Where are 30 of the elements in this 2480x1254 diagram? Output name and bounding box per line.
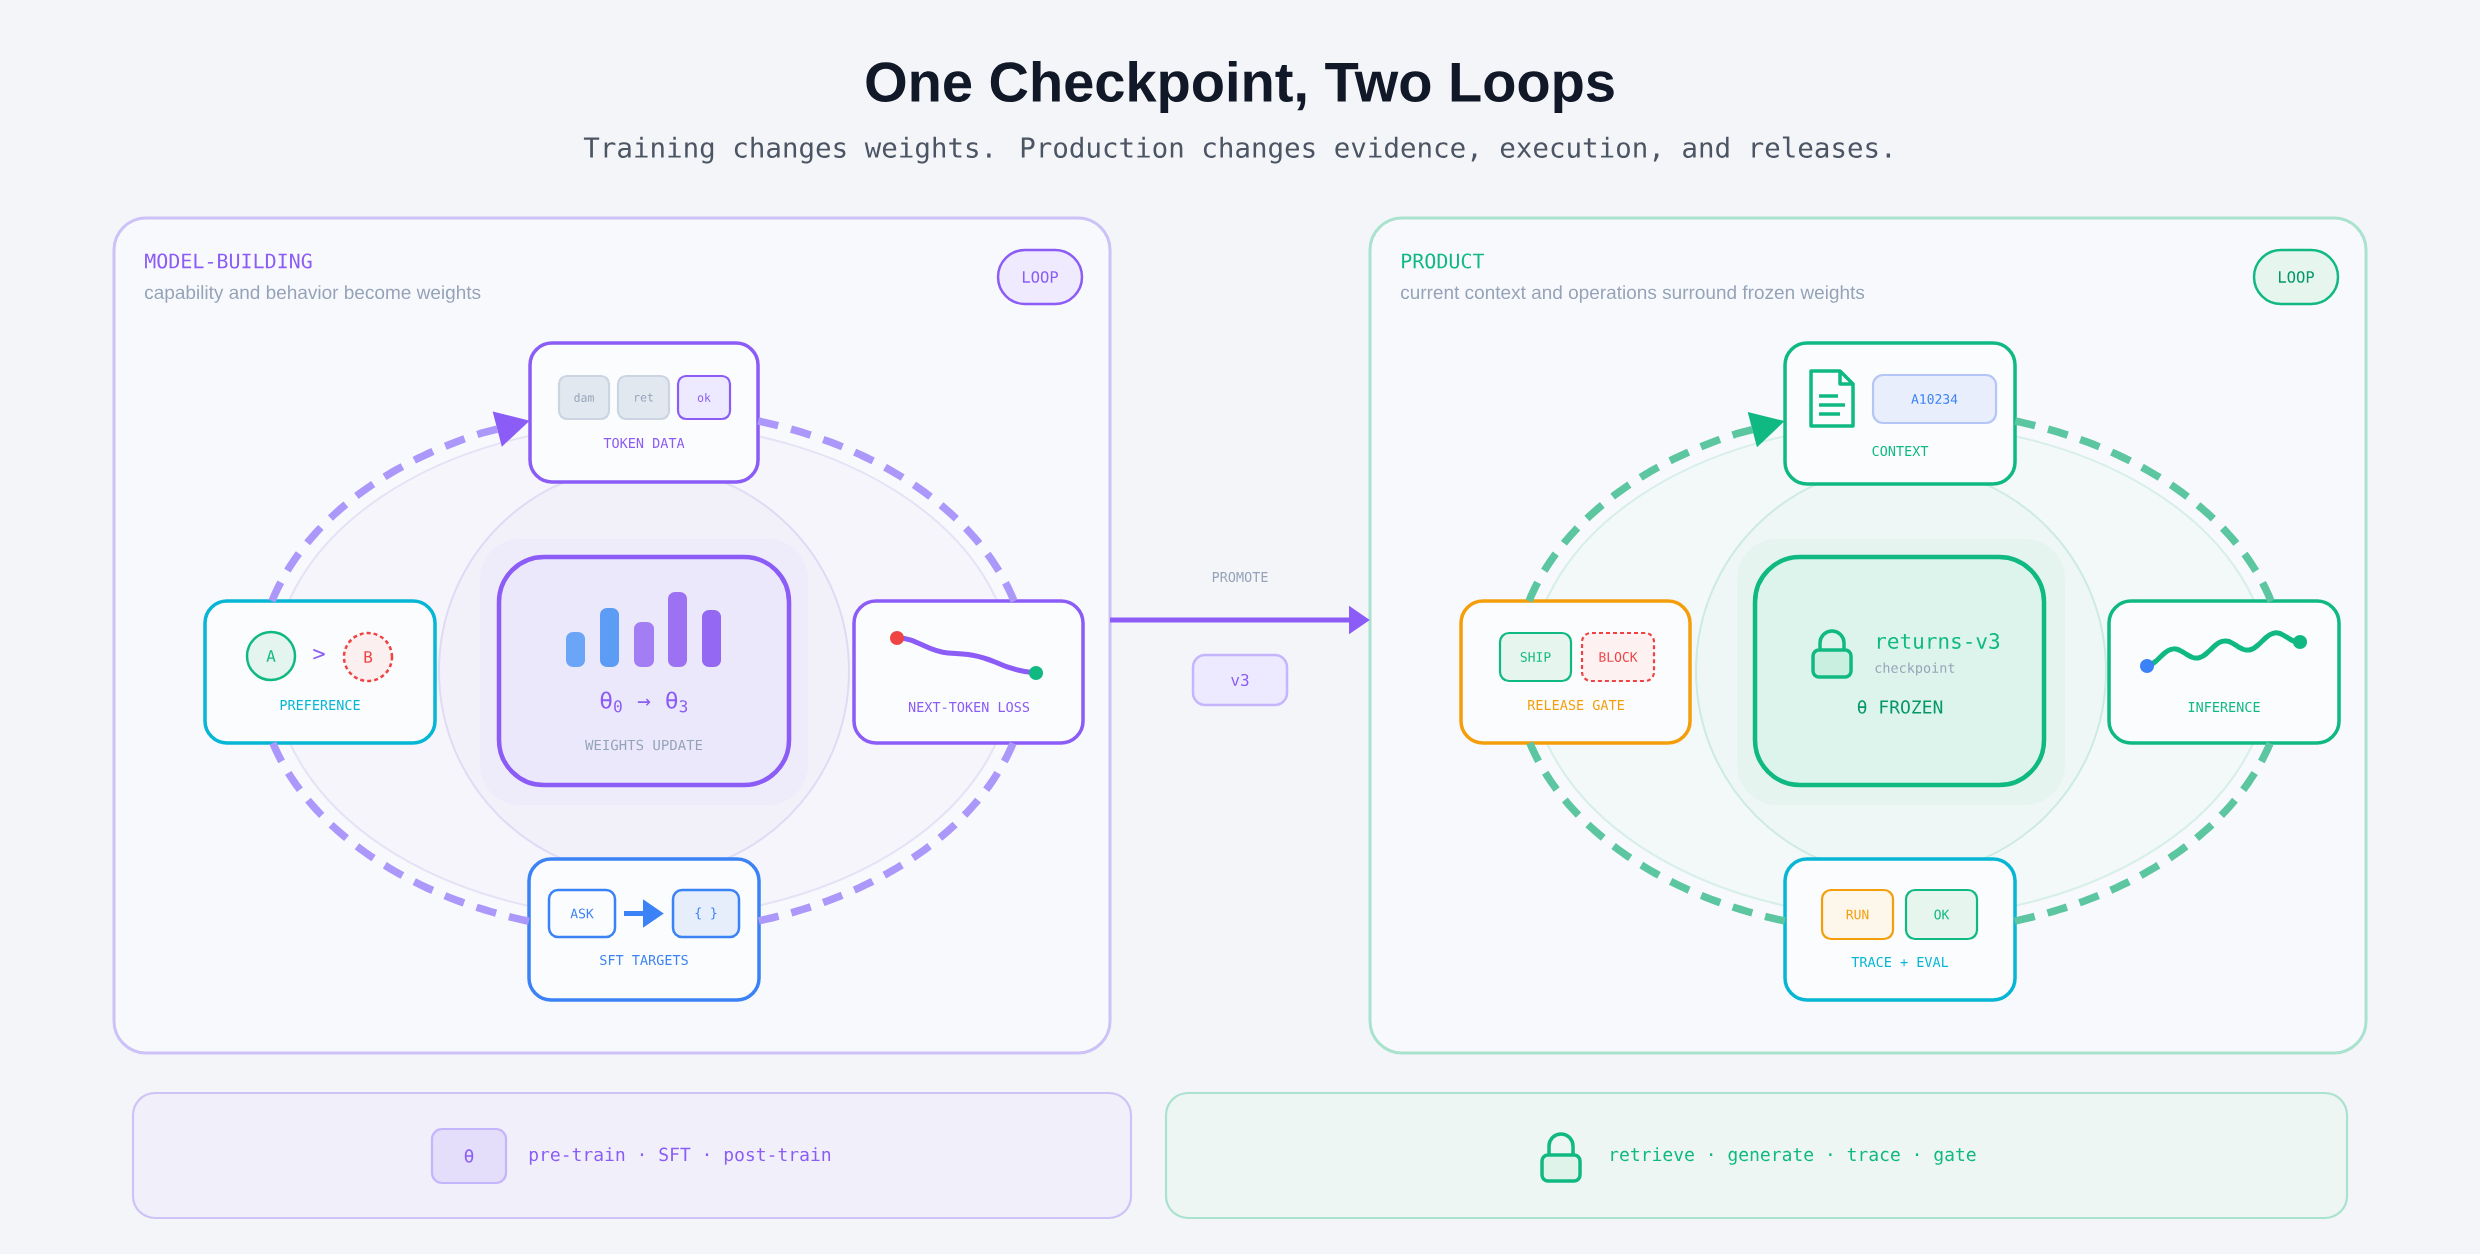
token-chip: ret xyxy=(616,374,671,421)
chip: OK xyxy=(1904,888,1979,941)
dashed-arc xyxy=(757,417,1018,603)
chip: ASK xyxy=(547,888,617,939)
title: One Checkpoint, Two Loops xyxy=(866,60,1614,114)
chip: SHIP xyxy=(1498,631,1573,683)
symbol-chip: θ xyxy=(430,1127,508,1185)
subtitle: Training changes weights. Production changes evidence, execution, and releases. xyxy=(583,136,1891,164)
token-chip: ok xyxy=(676,374,732,421)
checkpoint-card: returns-v3 checkpoint θ FROZEN xyxy=(1752,554,2047,788)
card: INFERENCE xyxy=(2107,599,2341,745)
panel-subtitle: current context and operations surround frozen weights xyxy=(1401,285,1865,303)
dashed-arc xyxy=(2014,741,2274,925)
panel-heading: MODEL-BUILDING xyxy=(145,253,312,269)
id-chip: A10234 xyxy=(1871,373,1998,425)
weights-card: θ$_{0}$ → θ$_{3}$ WEIGHTS UPDATE xyxy=(496,554,792,788)
dashed-arc xyxy=(2014,417,2275,603)
version-chip: v3 xyxy=(1191,653,1289,707)
token-chip: dam xyxy=(557,374,611,421)
card: NEXT-TOKEN LOSS xyxy=(852,599,1085,745)
panel-heading: PRODUCT xyxy=(1402,253,1485,269)
chip: BLOCK xyxy=(1580,631,1656,683)
dashed-arc xyxy=(269,741,530,925)
chip: { } xyxy=(671,888,741,939)
dashed-arc xyxy=(757,741,1017,925)
panel-subtitle: capability and behavior become weights xyxy=(145,285,481,303)
greater-than-sign: > xyxy=(313,648,325,660)
summary-band: retrieve · generate · trace · gate xyxy=(1164,1091,2349,1220)
chip: RUN xyxy=(1820,888,1895,941)
dashed-arc xyxy=(1526,741,1786,925)
